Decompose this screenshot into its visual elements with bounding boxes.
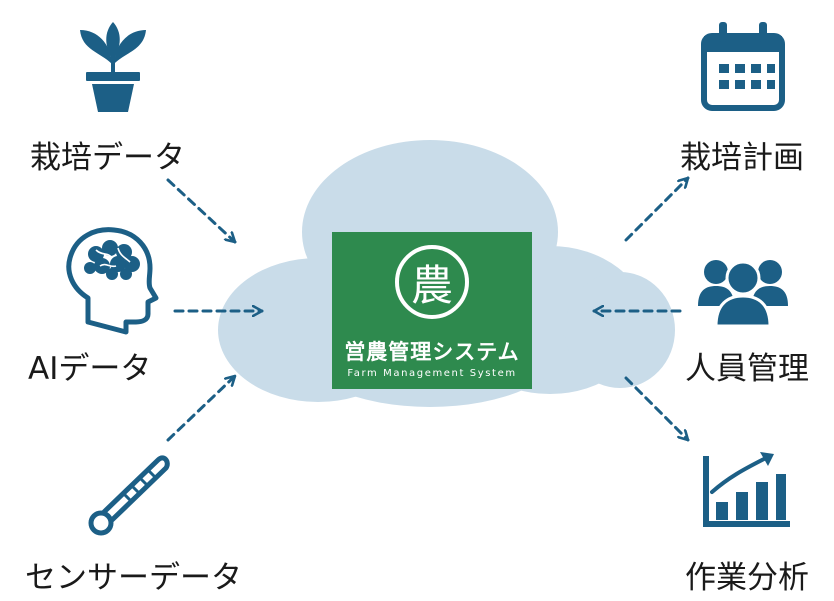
system-name-jp: 営農管理システム bbox=[344, 340, 520, 364]
brain-head-icon bbox=[66, 227, 159, 335]
system-name-en: Farm Management System bbox=[347, 368, 517, 379]
thermometer-icon bbox=[88, 455, 170, 536]
people-icon bbox=[698, 260, 788, 328]
label-ai-data: AIデータ bbox=[28, 351, 152, 387]
arrow-cloud-to-analysis bbox=[624, 376, 690, 442]
label-work-analysis: 作業分析 bbox=[685, 560, 809, 596]
seal-character: 農 bbox=[410, 260, 453, 310]
label-cultivation-data: 栽培データ bbox=[30, 140, 185, 176]
plant-icon bbox=[80, 22, 146, 112]
label-staff-management: 人員管理 bbox=[685, 351, 809, 387]
arrow-cultivation-to-cloud bbox=[166, 178, 237, 244]
label-cultivation-plan: 栽培計画 bbox=[680, 140, 804, 176]
bar-chart-icon bbox=[703, 452, 790, 527]
arrow-sensor-to-cloud bbox=[166, 374, 237, 442]
seal-logo: 農 bbox=[395, 245, 469, 319]
calendar-icon bbox=[701, 22, 785, 111]
arrow-cloud-to-plan bbox=[624, 176, 690, 242]
label-sensor-data: センサーデータ bbox=[25, 560, 242, 596]
farm-management-system-logo: 農 営農管理システム Farm Management System bbox=[332, 232, 532, 389]
